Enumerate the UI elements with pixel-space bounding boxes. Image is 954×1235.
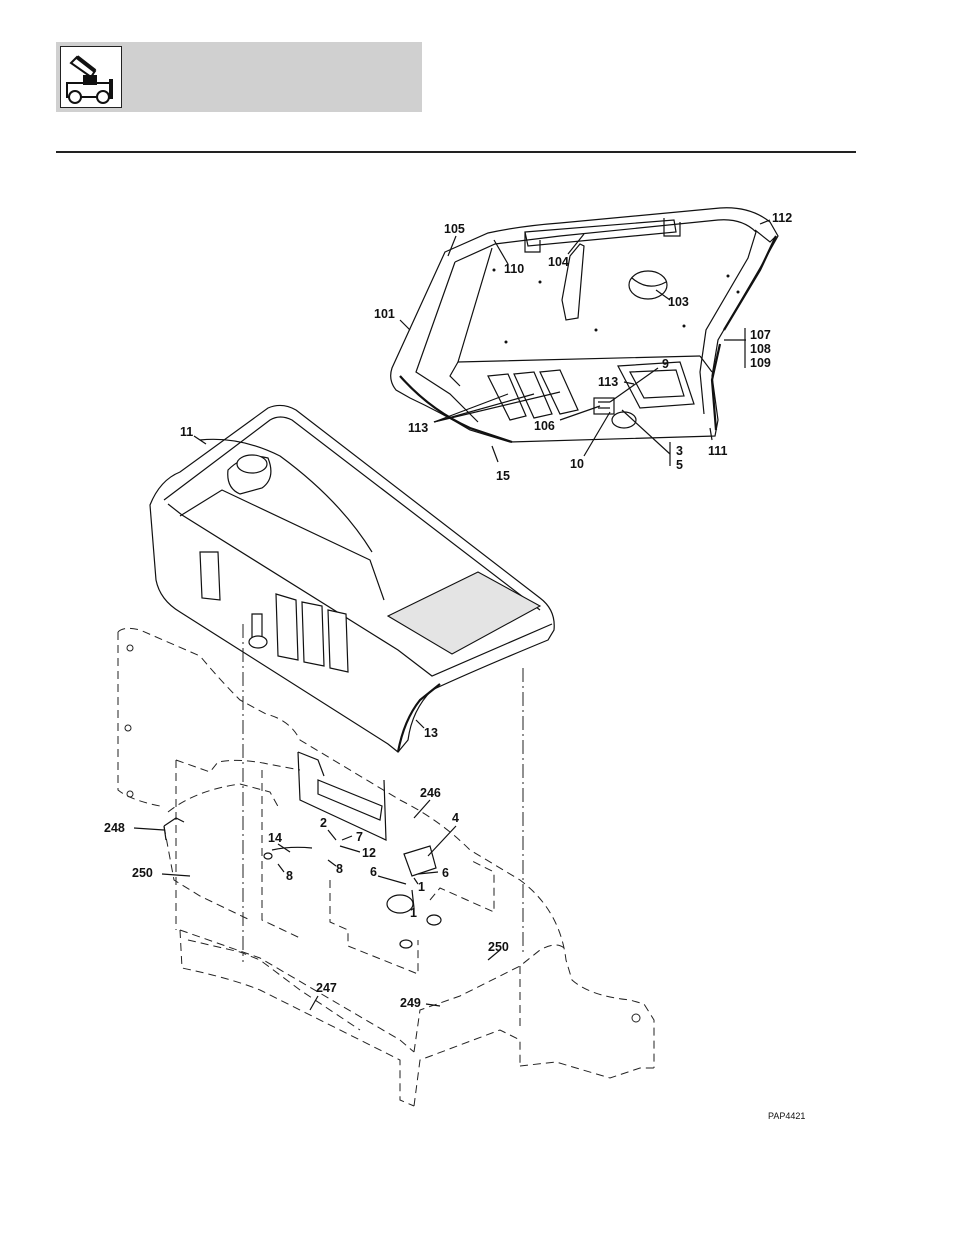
callout-113: 113 [408,421,428,435]
callout-247: 247 [316,981,337,995]
callout-8: 8 [336,862,343,876]
callout-106: 106 [534,419,555,433]
callout-107: 107 [750,328,771,342]
callout-103: 103 [668,295,689,309]
callout-7: 7 [356,830,363,844]
callout-12: 12 [362,846,376,860]
callout-2: 2 [320,816,327,830]
callout-246: 246 [420,786,441,800]
callout-11: 11 [180,425,193,439]
hood-underside-drawing [391,208,778,442]
callout-1: 1 [418,880,425,894]
figure-reference-code: PAP4421 [768,1111,805,1121]
callout-250: 250 [488,940,509,954]
hood-assembly-drawing [150,405,554,752]
callout-1: 1 [410,906,417,920]
callout-6: 6 [370,865,377,879]
callout-10: 10 [570,457,584,471]
callout-4: 4 [452,811,459,825]
callout-108: 108 [750,342,771,356]
callout-8: 8 [286,869,293,883]
callout-105: 105 [444,222,465,236]
callout-250: 250 [132,866,153,880]
callout-249: 249 [400,996,421,1010]
callout-109: 109 [750,356,771,370]
callout-104: 104 [548,255,569,269]
callout-111: 111 [708,444,728,458]
callout-248: 248 [104,821,125,835]
callout-14: 14 [268,831,282,845]
callout-5: 5 [676,458,683,472]
callout-13: 13 [424,726,438,740]
callout-6: 6 [442,866,449,880]
callout-9: 9 [662,357,669,371]
callout-113: 113 [598,375,618,389]
callout-3: 3 [676,444,683,458]
callout-15: 15 [496,469,510,483]
callout-101: 101 [374,307,395,321]
callout-112: 112 [772,211,792,225]
callout-110: 110 [504,262,524,276]
